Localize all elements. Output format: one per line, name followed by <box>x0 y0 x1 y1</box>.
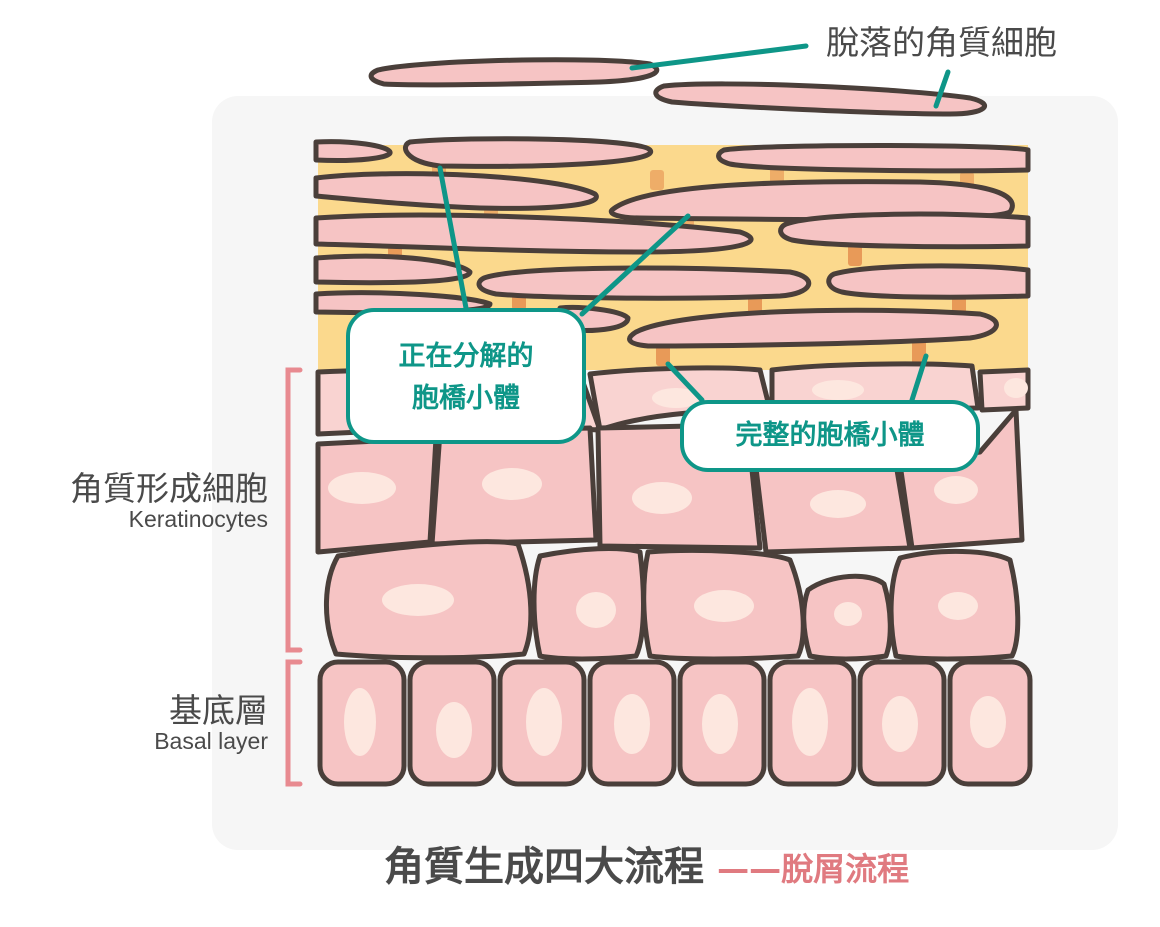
corneocyte-flake <box>313 253 473 286</box>
nucleus <box>652 388 700 408</box>
nucleus <box>694 590 754 622</box>
corneocyte-flake <box>313 212 754 255</box>
shed-corneocytes-label: 脫落的角質細胞 <box>826 23 1057 62</box>
nucleus <box>834 602 862 626</box>
basal-bracket <box>285 659 303 787</box>
diagram-title: 角質生成四大流程 ——脫屑流程 <box>384 834 909 892</box>
layer-brackets <box>285 367 303 787</box>
pointer-intact-2 <box>909 353 929 403</box>
nucleus <box>702 694 738 754</box>
shed-flake <box>653 81 987 117</box>
corneocyte-flake <box>627 307 999 349</box>
nucleus <box>632 482 692 514</box>
pointer-shed-2 <box>933 69 951 109</box>
nucleus <box>810 490 866 518</box>
corneocyte-flake <box>313 171 599 211</box>
nucleus <box>934 476 978 504</box>
keratinocytes-label-en: Keratinocytes <box>128 506 268 532</box>
callout-intact-desmosomes: 完整的胞橋小體 <box>680 400 980 472</box>
nucleus <box>882 696 918 752</box>
cell-nuclei <box>328 378 1028 758</box>
corneocyte-flakes <box>313 136 1031 349</box>
nucleus <box>812 380 864 400</box>
pointer-shed-1 <box>629 43 809 71</box>
pointer-intact-1 <box>665 361 705 403</box>
nucleus <box>436 702 472 758</box>
nucleus <box>482 468 542 500</box>
callout-degrading-desmosomes: 正在分解的 胞橋小體 <box>346 308 586 444</box>
corneocyte-flake <box>313 139 393 164</box>
title-main: 角質生成四大流程 <box>384 844 704 890</box>
nucleus <box>382 584 454 616</box>
nucleus <box>526 688 562 756</box>
basal-cells <box>317 659 1033 787</box>
corneocyte-flake <box>778 211 1031 250</box>
nucleus <box>328 472 396 504</box>
nucleus <box>792 688 828 756</box>
corneocyte-flake <box>608 179 1015 223</box>
corneocyte-flake <box>826 263 1031 300</box>
keratinocytes-label-zh: 角質形成細胞 <box>70 469 268 508</box>
corneocyte-flake <box>716 143 1031 174</box>
pointer-degrading-2 <box>579 213 691 317</box>
nucleus <box>344 688 376 756</box>
callout-intact-text: 完整的胞橋小體 <box>735 420 925 451</box>
nucleus <box>614 694 650 754</box>
callout-degrading-line1: 正在分解的 <box>398 341 534 372</box>
nucleus <box>576 592 616 628</box>
shed-corneocytes <box>368 57 987 117</box>
title-subtitle: ——脫屑流程 <box>717 850 910 888</box>
basal-label-zh: 基底層 <box>169 691 268 730</box>
pointer-degrading-1 <box>437 165 469 311</box>
nucleus <box>1004 378 1028 398</box>
shed-flake <box>368 57 660 88</box>
corneocyte-flake <box>403 136 654 169</box>
corneocyte-flake <box>476 265 812 301</box>
callout-degrading-line2: 胞橋小體 <box>412 383 520 414</box>
nucleus <box>970 696 1006 748</box>
pointer-lines <box>437 43 951 403</box>
basal-label-en: Basal layer <box>154 728 268 754</box>
nucleus <box>938 592 978 620</box>
keratinocytes-bracket <box>285 367 303 653</box>
